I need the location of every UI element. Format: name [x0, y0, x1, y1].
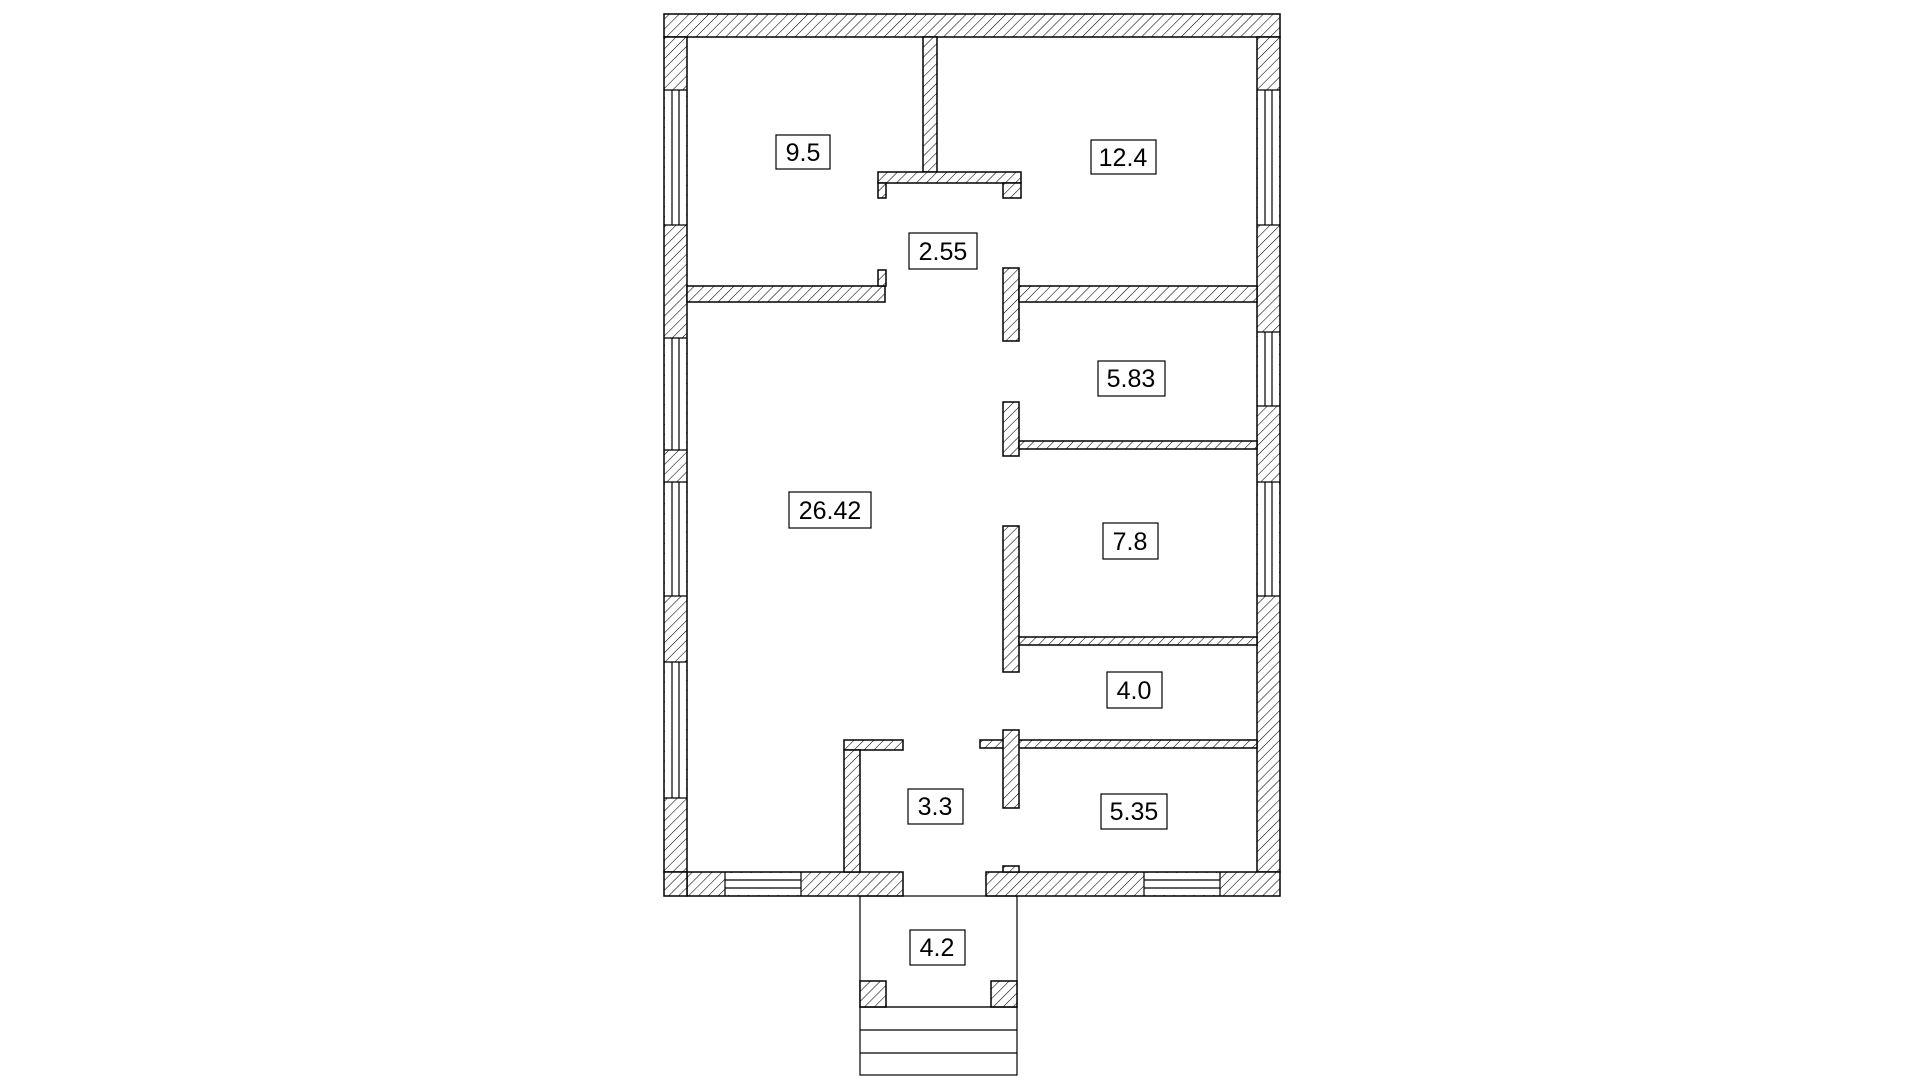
- window-bottom-left: [724, 872, 802, 896]
- area-value: 12.4: [1099, 144, 1148, 172]
- outer-wall-corner-bl: [663, 871, 688, 897]
- area-value: 5.35: [1110, 798, 1159, 826]
- wall-right-horizontal-1: [1018, 285, 1258, 303]
- area-label-bedroom-top-left: 9.5: [775, 134, 831, 170]
- wall-closet-right-stub: [1002, 182, 1022, 199]
- outer-wall-top: [663, 13, 1281, 38]
- window-right-1: [1257, 89, 1280, 226]
- area-label-room-right-1: 5.83: [1097, 360, 1166, 397]
- area-value: 4.2: [920, 934, 955, 962]
- window-right-2: [1257, 331, 1280, 407]
- area-value: 26.42: [799, 497, 862, 525]
- interior-walls: [686, 36, 1258, 873]
- window-left-4: [664, 661, 687, 799]
- porch-pillar-left: [859, 980, 887, 1008]
- wall-right-stub-1: [1002, 267, 1020, 342]
- area-label-hall-top: 2.55: [908, 232, 978, 270]
- window-right-3: [1257, 481, 1280, 597]
- wall-bedrooms-divider: [922, 36, 938, 173]
- window-left-1: [664, 89, 687, 226]
- wall-right-horizontal-4: [979, 739, 1258, 749]
- area-labels: 9.5 12.4 2.55 5.83 26.42 7.8 4.0 3.3: [775, 134, 1168, 966]
- area-value: 9.5: [786, 139, 821, 167]
- area-label-entry-hall: 3.3: [907, 788, 964, 825]
- wall-closet-top: [877, 171, 1022, 184]
- area-value: 7.8: [1113, 528, 1148, 556]
- area-value: 2.55: [919, 238, 968, 266]
- wall-right-stub-2: [1002, 401, 1020, 457]
- area-label-room-right-4: 5.35: [1100, 793, 1168, 830]
- outer-wall-bottom-right: [985, 871, 1281, 897]
- windows: [664, 89, 1280, 896]
- area-value: 4.0: [1117, 677, 1152, 705]
- wall-right-horizontal-2: [1018, 440, 1258, 450]
- porch-pillar-right: [990, 980, 1018, 1008]
- wall-closet-left-stub: [877, 182, 887, 199]
- area-label-living-room: 26.42: [788, 491, 872, 529]
- outer-walls: [663, 13, 1281, 897]
- window-left-2: [664, 337, 687, 451]
- wall-entry-top: [843, 739, 904, 751]
- window-bottom-right: [1143, 872, 1221, 896]
- area-label-porch: 4.2: [909, 929, 966, 966]
- wall-entry-left: [843, 749, 861, 873]
- wall-living-top: [686, 285, 886, 303]
- wall-right-stub-3: [1002, 525, 1020, 673]
- window-left-3: [664, 481, 687, 597]
- steps: [859, 1006, 1018, 1076]
- area-label-room-right-3: 4.0: [1106, 671, 1163, 709]
- wall-entry-door-stub: [1002, 865, 1020, 873]
- wall-living-top-stub: [877, 269, 887, 287]
- area-value: 3.3: [918, 793, 953, 821]
- wall-right-stub-4: [1002, 729, 1020, 809]
- area-label-bedroom-top-right: 12.4: [1090, 139, 1157, 175]
- porch: [859, 895, 1018, 1076]
- wall-right-horizontal-3: [1018, 636, 1258, 646]
- area-label-room-right-2: 7.8: [1102, 522, 1159, 560]
- area-value: 5.83: [1107, 365, 1156, 393]
